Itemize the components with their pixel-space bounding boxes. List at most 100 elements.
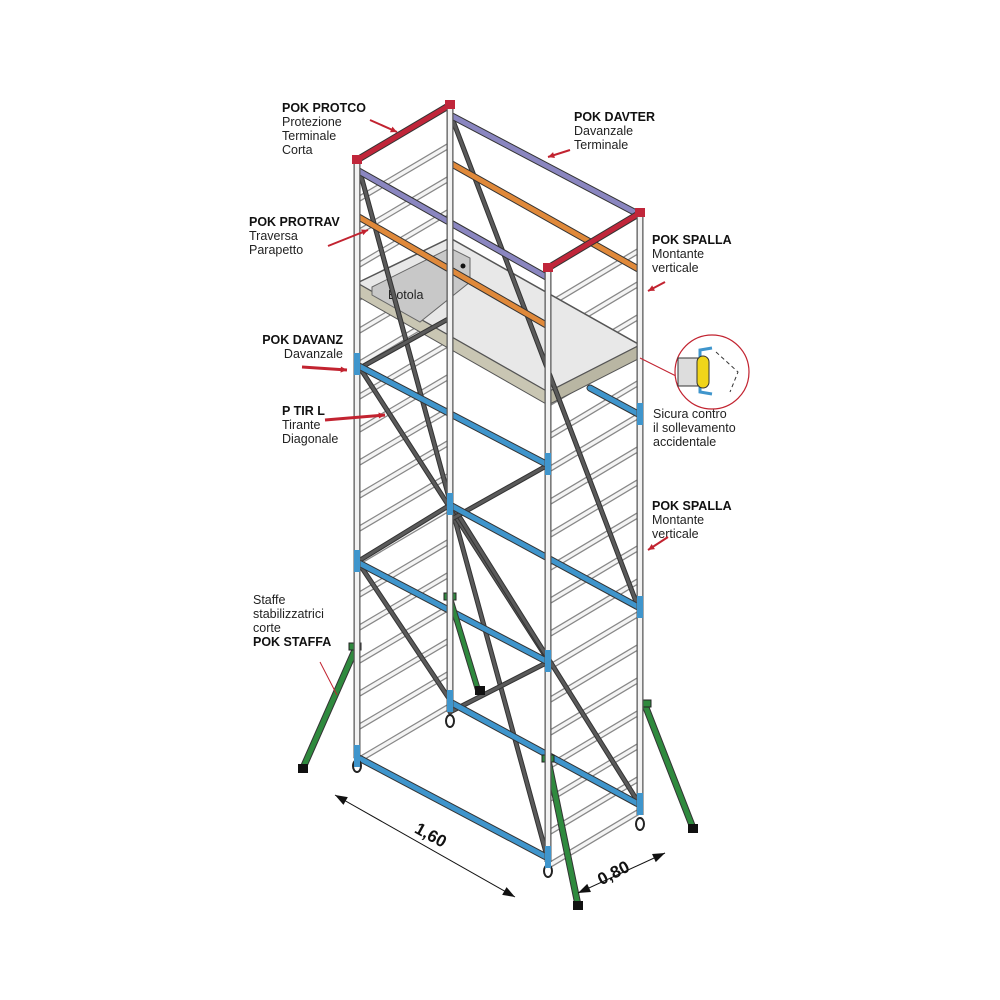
caster-wheel — [445, 714, 455, 728]
pointer-line — [319, 661, 338, 696]
arrow-head-icon — [648, 285, 655, 291]
rung — [356, 638, 451, 697]
part-description: Traversa — [249, 229, 298, 243]
rung — [547, 677, 641, 736]
rung — [356, 572, 451, 631]
red-end-protection — [354, 102, 453, 163]
part-description: Montante — [652, 247, 704, 261]
dimension-arrow-icon — [502, 887, 515, 897]
upright-cap — [445, 100, 455, 109]
dimension-arrow-icon — [652, 853, 665, 863]
pointer-arrow — [301, 365, 348, 372]
stabilizer-foot — [573, 901, 583, 910]
dimension-width: 0,80 — [594, 857, 632, 889]
rung — [547, 479, 641, 538]
part-description: verticale — [652, 527, 699, 541]
blue-coupler — [545, 846, 551, 868]
blue-coupler — [354, 353, 360, 375]
green-stabilizer — [642, 702, 696, 831]
part-description: verticale — [652, 261, 699, 275]
part-description: Diagonale — [282, 432, 338, 446]
rung — [356, 209, 451, 268]
caster-wheel — [635, 817, 645, 831]
rung — [547, 710, 641, 769]
pointer-arrow — [327, 229, 369, 247]
rung — [547, 446, 641, 505]
blue-coupler — [447, 690, 453, 712]
blue-coupler — [637, 793, 643, 815]
rung — [547, 413, 641, 472]
part-code: POK DAVANZ — [262, 333, 343, 347]
arrow-head-icon — [648, 544, 655, 550]
blue-coupler — [447, 493, 453, 515]
rung — [356, 704, 451, 763]
rung — [547, 512, 641, 571]
part-description: Staffe — [253, 593, 285, 607]
part-code: POK SPALLA — [652, 499, 732, 513]
part-description: Terminale — [282, 129, 336, 143]
red-end-protection — [545, 210, 643, 271]
dimension-arrow-icon — [335, 795, 348, 805]
part-description: Montante — [652, 513, 704, 527]
stabilizer-foot — [475, 686, 485, 695]
green-stabilizer — [448, 596, 480, 692]
rung — [547, 380, 641, 439]
blue-coupler — [354, 745, 360, 767]
blue-coupler — [354, 550, 360, 572]
part-description: Davanzale — [284, 347, 343, 361]
purple-end-rail — [447, 112, 643, 218]
part-description: stabilizzatrici — [253, 607, 324, 621]
dimension-line — [577, 852, 666, 894]
part-code: POK STAFFA — [253, 635, 331, 649]
horizontal-brace — [355, 503, 452, 564]
upright-cap — [352, 155, 362, 164]
blue-diagonal-bar — [354, 754, 551, 861]
part-description: Protezione — [282, 115, 342, 129]
part-description: Parapetto — [249, 243, 303, 257]
blue-coupler — [637, 596, 643, 618]
orange-guardrail — [447, 160, 643, 273]
blue-diagonal-bar — [587, 385, 643, 418]
rung — [547, 611, 641, 670]
arrow-head-icon — [390, 126, 397, 133]
rung — [547, 644, 641, 703]
part-code: POK SPALLA — [652, 233, 732, 247]
arrow-head-icon — [361, 229, 368, 236]
upright-cap — [635, 208, 645, 217]
part-description: Sicura contro — [653, 407, 727, 421]
pointer-arrow — [324, 413, 386, 422]
rung — [547, 809, 641, 868]
rung — [547, 743, 641, 802]
part-description: accidentale — [653, 435, 716, 449]
part-description: corte — [253, 621, 281, 635]
arrow-head-icon — [548, 152, 555, 158]
part-code: POK PROTCO — [282, 101, 366, 115]
safety-lock-inset — [639, 334, 750, 410]
rung — [356, 671, 451, 730]
blue-coupler — [545, 453, 551, 475]
part-description: Terminale — [574, 138, 628, 152]
upright-cap — [543, 263, 553, 272]
diagonal-brace — [358, 563, 452, 702]
rung — [356, 143, 451, 202]
green-stabilizer — [545, 757, 581, 908]
dimension-line — [334, 794, 516, 898]
part-description: Davanzale — [574, 124, 633, 138]
rung — [547, 578, 641, 637]
arrow-head-icon — [378, 412, 385, 419]
horizontal-brace — [448, 660, 550, 714]
dimension-length: 1,60 — [412, 819, 450, 852]
rung — [547, 545, 641, 604]
green-stabilizer — [300, 647, 358, 771]
